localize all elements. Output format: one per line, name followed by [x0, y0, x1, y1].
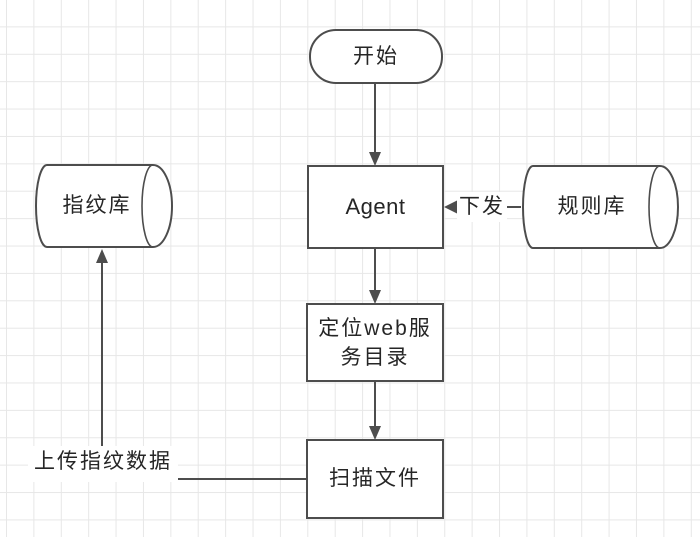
node-fingerprint-db-shape[interactable] — [35, 164, 173, 248]
cylinder-rim — [141, 164, 154, 248]
arrowhead-up-fingerprintdb — [96, 249, 108, 263]
node-start-label[interactable]: 开始 — [353, 44, 399, 68]
arrowhead-left-agent — [444, 200, 458, 214]
node-agent-label[interactable]: Agent — [345, 194, 406, 219]
node-locate-web-dir-label[interactable]: 定位web服务目录 — [318, 316, 432, 369]
arrowhead-down-scan — [369, 426, 381, 440]
edge-label-dispatch[interactable]: 下发 — [457, 192, 507, 222]
arrowhead-down-locate — [369, 290, 381, 304]
node-agent-shape[interactable] — [307, 165, 444, 249]
arrowhead-down-agent — [369, 152, 381, 166]
node-rule-db-label[interactable]: 规则库 — [557, 195, 627, 218]
node-scan-files-label[interactable]: 扫描文件 — [329, 467, 421, 490]
node-locate-web-dir-shape[interactable] — [306, 303, 444, 382]
node-start-shape[interactable] — [309, 29, 443, 84]
node-scan-files-shape[interactable] — [306, 439, 444, 519]
edge-label-upload-fingerprint[interactable]: 上传指纹数据 — [28, 446, 178, 482]
cylinder-rim — [648, 165, 661, 249]
node-rule-db-shape[interactable] — [522, 165, 679, 249]
node-fingerprint-db-label[interactable]: 指纹库 — [62, 194, 132, 217]
